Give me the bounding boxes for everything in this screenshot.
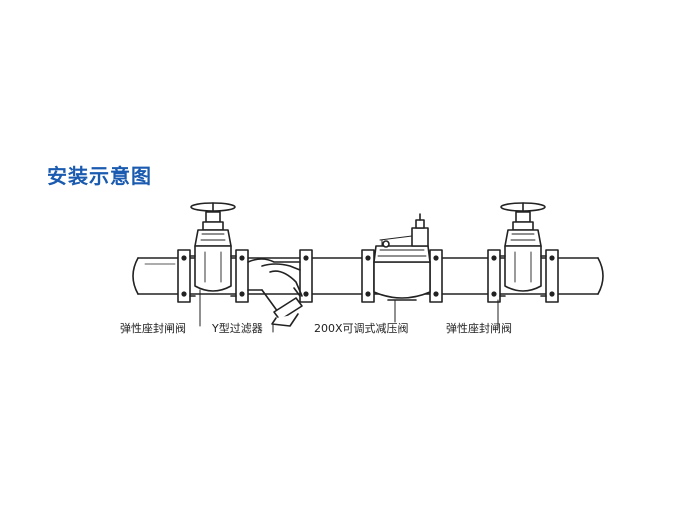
diagram-title: 安装示意图 <box>47 164 152 188</box>
leader-lines <box>199 289 499 333</box>
pressure-reducing-valve <box>361 213 443 303</box>
y-strainer <box>247 249 313 327</box>
label-pressure-reducing-valve: 200X可调式减压阀 <box>314 322 409 335</box>
gate-valve-right <box>487 202 559 303</box>
label-gate-valve-left: 弹性座封闸阀 <box>120 322 186 335</box>
gate-valve-left <box>177 202 249 303</box>
label-y-strainer: Y型过滤器 <box>212 322 263 335</box>
label-gate-valve-right: 弹性座封闸阀 <box>446 322 512 335</box>
